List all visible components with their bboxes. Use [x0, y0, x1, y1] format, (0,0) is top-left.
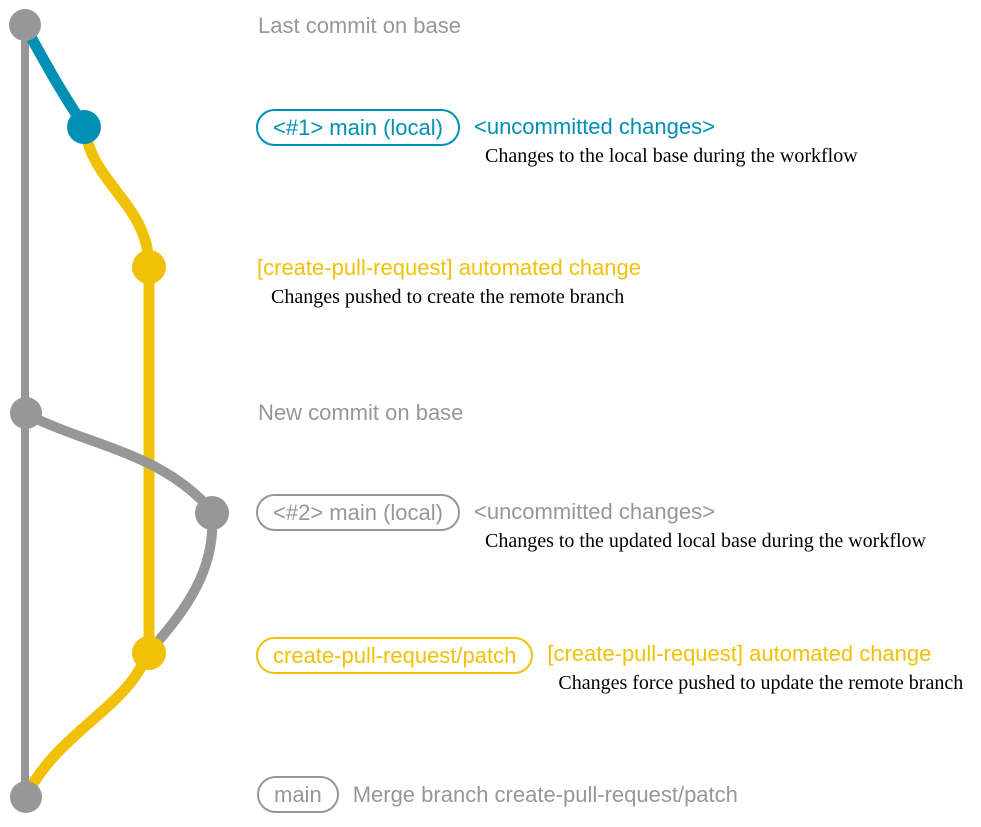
commit-dot-automated-change-2 [132, 636, 166, 670]
commit-message: <uncommitted changes> [473, 499, 715, 524]
commit-row-local-main-2: <#2> main (local) <uncommitted changes> … [256, 494, 926, 553]
commit-message: Last commit on base [258, 13, 461, 38]
branch-label-create-pull-request-patch: create-pull-request/patch [256, 637, 534, 674]
rebase-branch-line-in [150, 509, 218, 650]
commit-row-automated-change-2: create-pull-request/patch [create-pull-r… [256, 637, 963, 695]
commit-row-automated-change-1: [create-pull-request] automated change C… [257, 255, 641, 309]
commit-message: Merge branch create-pull-request/patch [352, 782, 738, 807]
commit-dot-new-base [10, 397, 42, 429]
commit-message: [create-pull-request] automated change [257, 255, 642, 280]
local-main-branch-line [20, 22, 90, 132]
commit-dot-local-main-1 [67, 110, 101, 144]
annotation-note: Changes pushed to create the remote bran… [271, 286, 625, 308]
branch-label-main-local-2: <#2> main (local) [256, 494, 460, 531]
commit-dot-local-main-2 [195, 496, 229, 530]
commit-dot-merge [10, 781, 42, 813]
commit-dot-last-base [9, 9, 41, 41]
annotation-note: Changes force pushed to update the remot… [558, 672, 964, 694]
branch-label-main: main [257, 776, 339, 813]
commit-row-local-main-1: <#1> main (local) <uncommitted changes> … [256, 109, 858, 168]
commit-row-new-base: New commit on base [258, 400, 463, 426]
commit-row-last-base: Last commit on base [258, 13, 461, 39]
commit-row-merge: main Merge branch create-pull-request/pa… [257, 776, 738, 813]
commit-dot-automated-change-1 [132, 250, 166, 284]
commit-message: <uncommitted changes> [473, 114, 715, 139]
create-pull-request-patch-branch-line [21, 124, 155, 800]
commit-message: [create-pull-request] automated change [547, 641, 932, 666]
annotation-note: Changes to the updated local base during… [484, 530, 926, 552]
branch-label-main-local-1: <#1> main (local) [256, 109, 460, 146]
commit-message: New commit on base [258, 400, 464, 425]
rebase-branch-line-out [21, 409, 217, 516]
annotation-note: Changes to the local base during the wor… [484, 145, 858, 167]
